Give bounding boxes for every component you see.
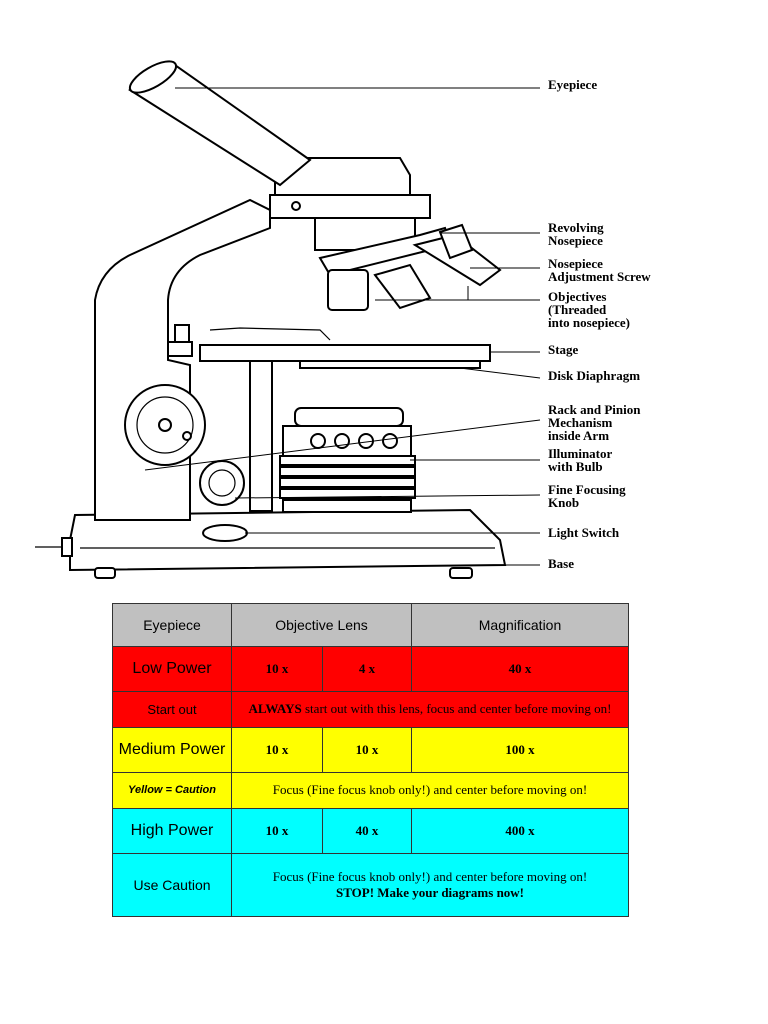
header-magnification: Magnification bbox=[411, 603, 630, 647]
label-objectives-3: into nosepiece) bbox=[548, 315, 630, 330]
low-magnification-value: 40 x bbox=[411, 646, 630, 692]
low-eyepiece-value: 10 x bbox=[231, 646, 323, 692]
label-nosepiece-adjustment-1: Nosepiece bbox=[548, 256, 603, 271]
table-row-medium-power: Medium Power 10 x 10 x 100 x bbox=[112, 726, 630, 773]
label-disk-diaphragm: Disk Diaphragm bbox=[548, 368, 640, 383]
start-out-label: Start out bbox=[112, 691, 232, 728]
label-base: Base bbox=[548, 556, 574, 571]
high-objective-value: 40 x bbox=[321, 807, 413, 854]
high-note-line: Focus (Fine focus knob only!) and center… bbox=[272, 868, 588, 884]
label-illuminator-2: with Bulb bbox=[548, 459, 603, 474]
high-note-bold: STOP! Make your diagrams now! bbox=[335, 884, 525, 900]
low-note-rest: start out with this lens, focus and cent… bbox=[301, 701, 612, 717]
high-power-label: High Power bbox=[112, 807, 232, 854]
label-light-switch: Light Switch bbox=[548, 525, 620, 540]
low-objective-value: 4 x bbox=[321, 646, 413, 692]
header-objective-lens: Objective Lens bbox=[230, 603, 413, 647]
medium-power-label: Medium Power bbox=[112, 726, 232, 773]
part-labels: Eyepiece Revolving Nosepiece Nosepiece A… bbox=[548, 77, 651, 571]
label-stage: Stage bbox=[548, 342, 579, 357]
magnification-table: Eyepiece Objective Lens Magnification Lo… bbox=[112, 603, 630, 918]
microscope-drawing bbox=[35, 60, 507, 579]
medium-objective-value: 10 x bbox=[321, 726, 413, 773]
table-header-row: Eyepiece Objective Lens Magnification bbox=[112, 603, 630, 647]
label-revolving-nosepiece-2: Nosepiece bbox=[548, 233, 603, 248]
label-fine-focusing-2: Knob bbox=[548, 495, 579, 510]
low-note-bold: ALWAYS bbox=[248, 701, 302, 717]
medium-eyepiece-value: 10 x bbox=[231, 726, 323, 773]
yellow-caution-label: Yellow = Caution bbox=[112, 771, 232, 809]
leader-lines bbox=[144, 87, 541, 566]
table-row-high-power: High Power 10 x 40 x 400 x bbox=[112, 807, 630, 854]
label-objectives-1: Objectives bbox=[548, 289, 606, 304]
low-note-text: ALWAYS start out with this lens, focus a… bbox=[230, 691, 630, 728]
label-revolving-nosepiece-1: Revolving bbox=[548, 220, 604, 235]
header-eyepiece: Eyepiece bbox=[112, 603, 232, 647]
table-row-low-power: Low Power 10 x 4 x 40 x bbox=[112, 646, 630, 692]
label-rack-pinion-1: Rack and Pinion bbox=[548, 402, 641, 417]
table-row-low-note: Start out ALWAYS start out with this len… bbox=[112, 691, 630, 728]
label-fine-focusing-1: Fine Focusing bbox=[548, 482, 626, 497]
medium-magnification-value: 100 x bbox=[411, 726, 630, 773]
high-note-text: Focus (Fine focus knob only!) and center… bbox=[230, 852, 630, 918]
label-objectives-2: (Threaded bbox=[548, 302, 607, 317]
label-nosepiece-adjustment-2: Adjustment Screw bbox=[548, 269, 651, 284]
microscope-diagram: Eyepiece Revolving Nosepiece Nosepiece A… bbox=[35, 60, 651, 579]
table-row-high-note: Use Caution Focus (Fine focus knob only!… bbox=[112, 852, 630, 918]
label-rack-pinion-2: Mechanism bbox=[548, 415, 612, 430]
label-illuminator-1: Illuminator bbox=[548, 446, 613, 461]
label-eyepiece: Eyepiece bbox=[548, 77, 597, 92]
high-magnification-value: 400 x bbox=[411, 807, 630, 854]
use-caution-label: Use Caution bbox=[112, 852, 232, 918]
low-power-label: Low Power bbox=[112, 646, 232, 692]
table-row-medium-note: Yellow = Caution Focus (Fine focus knob … bbox=[112, 771, 630, 809]
medium-note-text: Focus (Fine focus knob only!) and center… bbox=[230, 771, 630, 809]
label-rack-pinion-3: inside Arm bbox=[548, 428, 609, 443]
high-eyepiece-value: 10 x bbox=[231, 807, 323, 854]
